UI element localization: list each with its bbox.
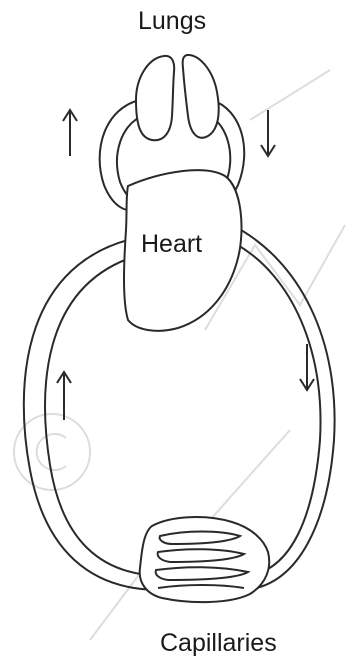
lungs <box>136 55 219 140</box>
arrow-down-icon <box>261 110 275 156</box>
arrow-up-icon <box>57 372 71 420</box>
heart-label: Heart <box>141 232 202 257</box>
right-lung <box>183 55 219 138</box>
lungs-label: Lungs <box>138 9 206 34</box>
arrow-up-icon <box>63 110 77 156</box>
capillaries <box>140 517 270 602</box>
capillaries-label: Capillaries <box>160 631 277 656</box>
left-lung <box>136 56 174 140</box>
